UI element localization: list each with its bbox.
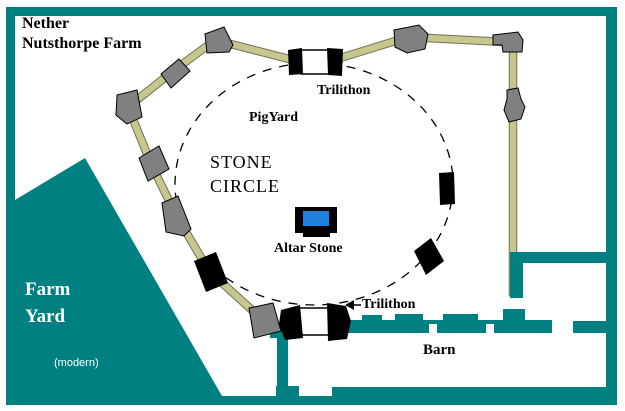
farm-yard-label-line2: Yard	[25, 306, 66, 327]
stone-circle-label: STONE CIRCLE	[210, 150, 280, 198]
standing-stone-corner	[492, 31, 524, 53]
barn-wall-buttress	[503, 309, 525, 322]
barn-wall-buttress	[362, 315, 382, 322]
standing-stone-southwest	[248, 302, 282, 339]
barn-left-post	[277, 337, 288, 389]
fallen-stone-east-lower	[414, 238, 444, 275]
barn-doorway	[486, 324, 494, 333]
stone-circle-label-line1: STONE	[210, 152, 273, 172]
pen-north-wall	[512, 252, 607, 263]
trilithon-south	[279, 303, 351, 341]
border-right	[606, 7, 617, 405]
farm-yard-label-line1: Farm	[25, 279, 71, 300]
standing-stone-east	[503, 87, 526, 123]
altar-stone-label: Altar Stone	[274, 241, 343, 256]
border-top	[6, 7, 617, 16]
barn-doorway	[429, 324, 437, 333]
barn-north-wall	[345, 320, 552, 333]
arrow-icon	[345, 300, 361, 310]
fallen-stones	[194, 172, 455, 292]
map-border	[6, 7, 617, 405]
standing-stone-north	[204, 26, 234, 54]
barn-north-wall-east	[573, 321, 607, 333]
trilithon-south-stone	[279, 305, 303, 340]
standing-stones	[115, 24, 526, 339]
standing-stone-northeast	[393, 24, 429, 54]
barn-wall-buttress	[395, 314, 423, 322]
trilithon-south-stone	[327, 303, 351, 341]
standing-stone-southwest-upper	[161, 195, 192, 237]
trilithon-north-label: Trilithon	[317, 83, 371, 98]
fallen-stone-east-upper	[439, 172, 455, 205]
trilithon-south-lintel	[298, 307, 331, 336]
stone-circle-label-line2: CIRCLE	[210, 176, 281, 196]
fence-lines	[122, 32, 518, 324]
trilithon-north	[288, 48, 343, 76]
barn-left-post-foot	[276, 386, 299, 397]
barn-doorways	[429, 324, 494, 333]
barn-label: Barn	[423, 342, 456, 358]
border-bottom	[6, 396, 617, 405]
barn-wall-buttress	[443, 314, 478, 322]
trilithon-north-lintel	[300, 49, 330, 75]
map-title: Nether Nutsthorpe Farm	[22, 14, 142, 54]
standing-stone-northwest-upper	[160, 58, 191, 89]
standing-stone-northwest	[115, 89, 143, 125]
standing-stone-west	[138, 145, 170, 182]
trilithon-north-stone	[288, 48, 303, 75]
border-left	[6, 7, 15, 396]
farm-yard-label: Farm Yard	[25, 276, 70, 330]
farm-yard-note-label: (modern)	[54, 357, 99, 369]
altar-stone-top	[303, 211, 329, 226]
fallen-stone-southwest	[194, 252, 228, 292]
pig-yard-label: PigYard	[249, 110, 298, 125]
map-title-line1: Nether	[22, 15, 70, 32]
trilithon-south-label: Trilithon	[362, 297, 416, 312]
map-title-line2: Nutsthorpe Farm	[22, 35, 142, 52]
trilithon-north-stone	[327, 48, 343, 76]
altar-stone-marker	[295, 207, 337, 237]
farm-yard-area	[15, 158, 222, 396]
barn-south-wall	[332, 387, 608, 405]
pen-west-wall	[510, 252, 523, 298]
